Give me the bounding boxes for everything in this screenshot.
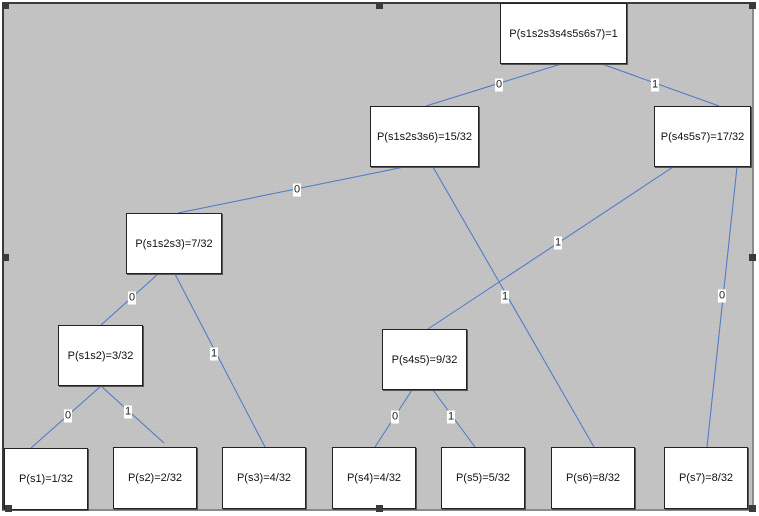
- edge-label-root-n1236: 0: [494, 78, 504, 92]
- node-label: P(s1s2)=3/32: [67, 349, 134, 362]
- resize-handle-top-right[interactable]: [749, 2, 756, 9]
- node-label: P(s1)=1/32: [18, 473, 74, 485]
- edge-n1236-s6[interactable]: [432, 166, 595, 448]
- tree-node-s2[interactable]: P(s2)=2/32: [113, 447, 197, 509]
- edge-label-n45-s4: 0: [390, 410, 400, 424]
- tree-node-s4[interactable]: P(s4)=4/32: [332, 447, 416, 509]
- edge-label-n45-s5: 1: [446, 410, 456, 424]
- resize-handle-top-left[interactable]: [2, 2, 9, 9]
- node-label: P(s4s5)=9/32: [391, 353, 458, 366]
- edge-root-n457[interactable]: [601, 63, 720, 107]
- edge-n12-s2[interactable]: [100, 385, 165, 444]
- node-label: P(s7)=8/32: [678, 472, 734, 484]
- resize-handle-left[interactable]: [2, 254, 9, 261]
- tree-node-n12[interactable]: P(s1s2)=3/32: [58, 325, 143, 386]
- tree-node-n45[interactable]: P(s4s5)=9/32: [382, 329, 467, 390]
- tree-node-n457[interactable]: P(s4s5s7)=17/32: [654, 106, 751, 167]
- node-label: P(s3)=4/32: [236, 472, 292, 484]
- edge-label-n457-s7: 0: [717, 289, 727, 303]
- diagram-canvas[interactable]: [2, 2, 754, 511]
- edge-label-n1236-s6: 1: [500, 290, 510, 304]
- resize-handle-top[interactable]: [376, 2, 383, 9]
- tree-node-s7[interactable]: P(s7)=8/32: [664, 447, 748, 509]
- resize-handle-bottom-right[interactable]: [749, 505, 756, 512]
- tree-node-s3[interactable]: P(s3)=4/32: [222, 447, 306, 509]
- node-label: P(s1s2s3)=7/32: [135, 237, 213, 250]
- edge-label-n123-n12: 0: [127, 291, 137, 305]
- node-label: P(s1s2s3s4s5s6s7)=1: [509, 27, 618, 40]
- node-label: P(s4)=4/32: [346, 472, 402, 484]
- node-label: P(s4s5s7)=17/32: [660, 130, 745, 143]
- tree-node-n123[interactable]: P(s1s2s3)=7/32: [126, 213, 222, 274]
- node-label: P(s6)=8/32: [565, 472, 621, 484]
- tree-node-s1[interactable]: P(s1)=1/32: [4, 448, 88, 510]
- resize-handle-bottom[interactable]: [376, 505, 383, 512]
- edge-label-n12-s1: 0: [63, 409, 73, 423]
- edge-label-n457-n45: 1: [553, 236, 563, 250]
- node-label: P(s2)=2/32: [127, 472, 183, 484]
- edge-n457-s7[interactable]: [706, 166, 738, 448]
- edge-n1236-n123[interactable]: [177, 166, 405, 214]
- edge-label-n1236-n123: 0: [292, 183, 302, 197]
- node-label: P(s1s2s3s6)=15/32: [376, 130, 473, 143]
- edge-label-n12-s2: 1: [123, 405, 133, 419]
- resize-handle-bottom-left[interactable]: [5, 505, 12, 512]
- node-label: P(s5)=5/32: [455, 472, 511, 484]
- tree-node-n1236[interactable]: P(s1s2s3s6)=15/32: [370, 106, 479, 167]
- tree-node-s6[interactable]: P(s6)=8/32: [551, 447, 635, 509]
- edge-n123-s3[interactable]: [174, 273, 266, 448]
- resize-handle-right[interactable]: [749, 254, 756, 261]
- tree-node-root[interactable]: P(s1s2s3s4s5s6s7)=1: [500, 3, 627, 64]
- tree-node-s5[interactable]: P(s5)=5/32: [441, 447, 525, 509]
- edge-label-root-n457: 1: [650, 78, 660, 92]
- edge-label-n123-s3: 1: [209, 347, 219, 361]
- edge-root-n1236[interactable]: [425, 63, 562, 107]
- edge-n457-n45[interactable]: [427, 166, 674, 330]
